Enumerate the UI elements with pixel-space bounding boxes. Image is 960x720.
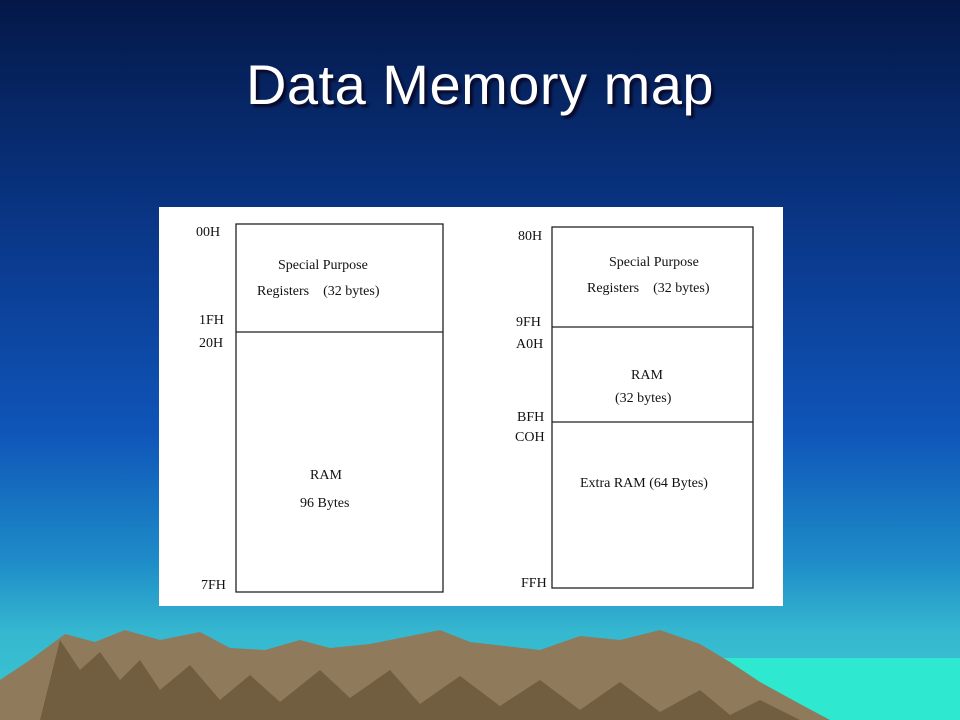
address-label-9fh: 9FH — [516, 315, 541, 330]
left-sfr-label-line2: Registers (32 bytes) — [257, 284, 380, 299]
address-label-ffh: FFH — [521, 576, 547, 591]
right-memory-map: 80H 9FH A0H BFH COH FFH Special Purpose … — [515, 226, 754, 591]
memory-map-svg: 00H 1FH 20H 7FH Special Purpose Register… — [196, 223, 754, 593]
address-label-c0h: COH — [515, 430, 545, 445]
left-ram-label-line2: 96 Bytes — [300, 496, 349, 511]
right-sfr-label-line1: Special Purpose — [609, 255, 699, 270]
slide-title: Data Memory map — [245, 53, 715, 116]
address-label-7fh: 7FH — [201, 578, 226, 593]
left-sfr-label-line1: Special Purpose — [278, 258, 368, 273]
address-label-80h: 80H — [518, 229, 542, 244]
right-extra-ram-label: Extra RAM (64 Bytes) — [580, 476, 708, 491]
right-sfr-label-line2: Registers (32 bytes) — [587, 281, 710, 296]
address-label-bfh: BFH — [517, 410, 544, 425]
address-label-20h: 20H — [199, 336, 223, 351]
left-ram-label-line1: RAM — [310, 468, 342, 483]
right-map-outline — [551, 226, 754, 589]
memory-map-diagram: 00H 1FH 20H 7FH Special Purpose Register… — [159, 207, 783, 606]
right-ram-label-line1: RAM — [631, 368, 663, 383]
mountain-shadow-shape — [40, 640, 800, 720]
address-label-1fh: 1FH — [199, 313, 224, 328]
mountain-landscape-decoration — [0, 630, 960, 720]
left-memory-map: 00H 1FH 20H 7FH Special Purpose Register… — [196, 223, 444, 593]
address-label-a0h: A0H — [516, 337, 543, 352]
address-label-00h: 00H — [196, 225, 220, 240]
left-map-outline — [235, 223, 444, 593]
right-ram-label-line2: (32 bytes) — [615, 391, 672, 406]
